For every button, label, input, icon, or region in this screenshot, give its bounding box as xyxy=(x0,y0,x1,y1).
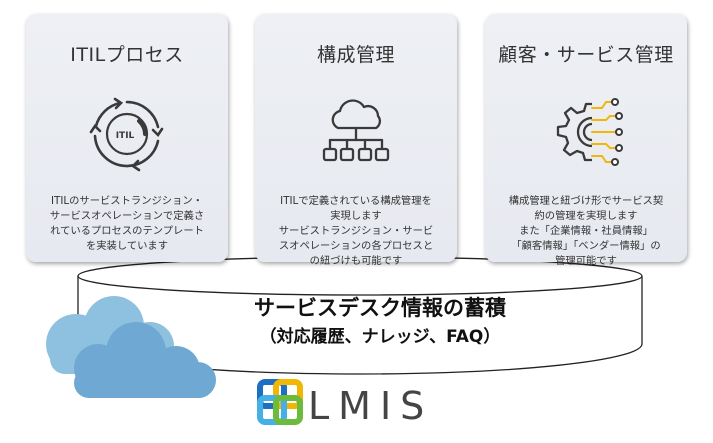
card-description: ITILのサービストランジション・ サービスオペレーションで定義さ れているプロ… xyxy=(49,195,205,252)
itil-cycle-icon: ITIL xyxy=(89,97,164,172)
gear-circuit-icon xyxy=(556,98,623,166)
cloud-network-icon xyxy=(322,99,390,162)
cloud-icon xyxy=(46,296,216,398)
card-description: ITILで定義されている構成管理を 実現します サービストランジション・サービ … xyxy=(278,195,434,267)
card-configuration-management: 構成管理 ITILで定義されている構成管理を 実現します サービストランジション… xyxy=(255,14,457,267)
card-itil-process: ITILプロセス ITIL ITILのサービストランジション・ サービスオペレー… xyxy=(26,14,228,262)
card-title: 顧客・サービス管理 xyxy=(498,44,674,66)
card-title: ITILプロセス xyxy=(70,44,184,66)
data-store-subtitle: （対応履歴、ナレッジ、FAQ） xyxy=(259,327,501,347)
lmis-logo-text: LMIS xyxy=(308,384,434,428)
lmis-logo-mark xyxy=(257,379,303,425)
data-store-title: サービスデスク情報の蓄積 xyxy=(254,296,506,320)
card-customer-service-management: 顧客・サービス管理 構成管理と紐づけ形でサービス契 約の管理を実現します また「… xyxy=(485,14,687,267)
card-title: 構成管理 xyxy=(316,44,395,66)
card-description: 構成管理と紐づけ形でサービス契 約の管理を実現します また「企業情報・社員情報」… xyxy=(508,195,664,267)
itil-icon-label: ITIL xyxy=(116,131,135,141)
